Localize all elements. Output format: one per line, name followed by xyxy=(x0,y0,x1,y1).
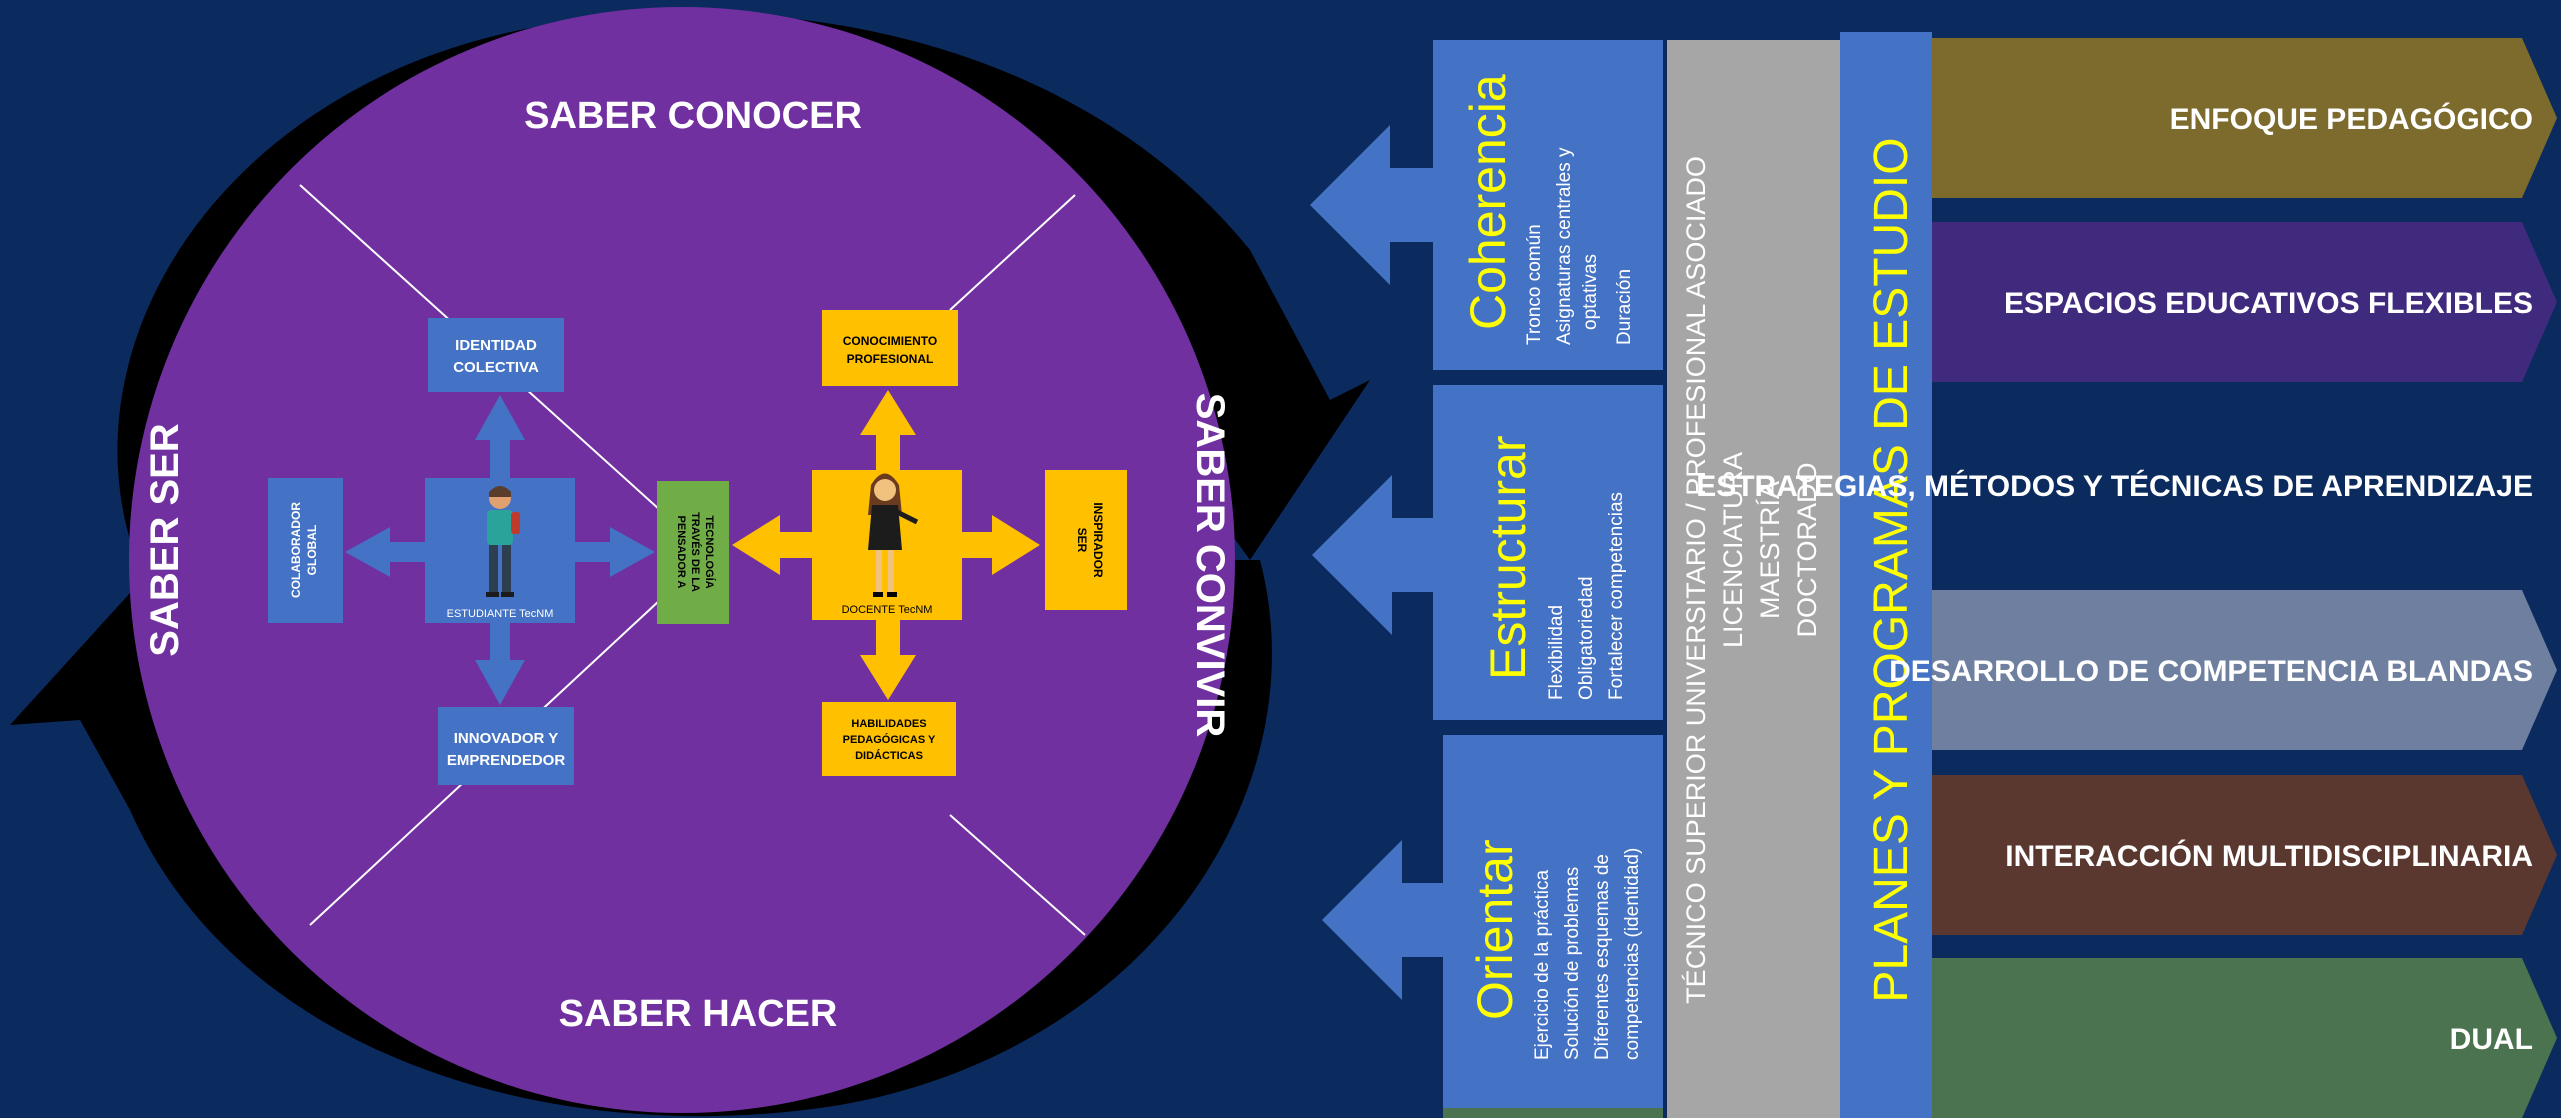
principle-orientar: Orientar Ejercicio de la práctica Soluci… xyxy=(1443,735,1663,1110)
band-label-2: ESPACIOS EDUCATIVOS FLEXIBLES xyxy=(2004,287,2533,320)
coherencia-arrow xyxy=(1310,125,1433,285)
coherencia-item-3: optativas xyxy=(1580,254,1601,330)
band-enfoque-pedagogico xyxy=(1932,38,2557,198)
coherencia-title: Coherencia xyxy=(1460,74,1516,330)
conocimiento-line-2: PROFESIONAL xyxy=(847,352,934,366)
band-label-6: DUAL xyxy=(2450,1023,2533,1056)
student-arrow-right xyxy=(572,527,655,577)
level-maestria: MAESTRÍA xyxy=(1755,481,1785,619)
saber-convivir-label: SABER CONVIVIR xyxy=(1188,393,1232,738)
principle-estructurar: Estructurar Flexibilidad Obligatoriedad … xyxy=(1433,385,1663,720)
orientar-item-2: Solución de problemas xyxy=(1562,867,1583,1060)
student-arrow-up xyxy=(475,395,525,478)
colaborador-global-box xyxy=(268,478,343,623)
student-arrow-down xyxy=(475,622,525,705)
conocimiento-line-1: CONOCIMIENTO xyxy=(843,334,937,348)
pensador-line-2: TRAVÉS DE LA xyxy=(689,512,702,592)
conocimiento-profesional-box xyxy=(822,310,958,386)
ser-inspirador-line-1: SER xyxy=(1075,528,1089,553)
orientar-item-4: competencias (identidad) xyxy=(1622,848,1643,1060)
identidad-colectiva-line-2: COLECTIVA xyxy=(453,359,539,376)
teacher-arrow-down xyxy=(860,620,916,700)
pensador-line-3: TECNOLOGÍA xyxy=(703,515,716,588)
habilidades-line-1: HABILIDADES xyxy=(851,718,926,730)
level-licenciatura: LICENCIATURA xyxy=(1718,452,1748,648)
band-label-4: DESARROLLO DE COMPETENCIA BLANDAS xyxy=(1889,655,2533,688)
saber-ser-label: SABER SER xyxy=(143,423,187,656)
coherencia-item-1: Tronco común xyxy=(1524,224,1545,345)
student-caption: ESTUDIANTE TecNM xyxy=(447,608,554,620)
estructurar-item-1: Flexibilidad xyxy=(1546,605,1567,700)
colaborador-global-line-1: COLABORADOR xyxy=(289,502,303,598)
teacher-arrow-up xyxy=(860,390,916,470)
band-interaccion xyxy=(1932,775,2557,935)
teacher-cluster: DOCENTE TecNM CONOCIMIENTO PROFESIONAL S… xyxy=(732,310,1127,776)
innovador-line-2: EMPRENDEDOR xyxy=(447,752,566,769)
identidad-colectiva-box xyxy=(428,318,564,392)
orientar-panel xyxy=(1443,735,1663,1110)
colaborador-global-line-2: GLOBAL xyxy=(305,525,319,576)
teacher-arrow-right xyxy=(960,515,1040,575)
teacher-figure-icon xyxy=(868,473,919,597)
plans-title: PLANES Y PROGRAMAS DE ESTUDIO xyxy=(1865,137,1918,1002)
band-estrategias xyxy=(1932,405,2557,565)
band-espacios-flexibles xyxy=(1932,222,2557,382)
estructurar-item-2: Obligatoriedad xyxy=(1576,576,1597,700)
innovador-line-1: INNOVADOR Y xyxy=(454,730,558,747)
pensador-line-1: PENSADOR A xyxy=(675,516,687,589)
student-arrow-left xyxy=(345,527,428,577)
student-cluster: ESTUDIANTE TecNM IDENTIDAD COLECTIVA COL… xyxy=(268,318,655,785)
student-figure-icon xyxy=(486,486,520,597)
coherencia-item-4: Duración xyxy=(1614,269,1635,345)
band-dual xyxy=(1932,958,2557,1118)
habilidades-line-3: DIDÁCTICAS xyxy=(855,749,923,762)
band-competencias-blandas xyxy=(1932,590,2557,750)
band-labels: ENFOQUE PEDAGÓGICO ESPACIOS EDUCATIVOS F… xyxy=(1696,102,2533,1056)
estructurar-panel xyxy=(1433,385,1663,720)
ser-inspirador-line-2: INSPIRADOR xyxy=(1091,502,1105,578)
band-label-3: ESTRATEGIAS, MÉTODOS Y TÉCNICAS DE APREN… xyxy=(1696,469,2533,503)
pensador-tecnologia-box xyxy=(657,481,729,624)
level-tsu: TÉCNICO SUPERIOR UNIVERSITARIO / PROFESI… xyxy=(1681,156,1711,1004)
right-bands xyxy=(1932,38,2557,1118)
estructurar-title: Estructurar xyxy=(1480,435,1536,680)
levels-column xyxy=(1667,40,1840,1118)
coherencia-item-2: Asignaturas centrales y xyxy=(1554,147,1575,345)
saber-conocer-label: SABER CONOCER xyxy=(524,95,862,137)
level-doctorado: DOCTORADO xyxy=(1792,462,1822,637)
coherencia-panel xyxy=(1433,40,1663,370)
orientar-title: Orientar xyxy=(1467,839,1523,1020)
saber-hacer-label: SABER HACER xyxy=(559,993,838,1035)
band-label-1: ENFOQUE PEDAGÓGICO xyxy=(2170,102,2533,136)
estructurar-item-3: Fortalecer competencias xyxy=(1606,492,1627,700)
teacher-arrow-left xyxy=(732,515,815,575)
habilidades-line-2: PEDAGÓGICAS Y xyxy=(843,733,936,746)
orientar-arrow xyxy=(1322,840,1445,1000)
teacher-caption: DOCENTE TecNM xyxy=(842,604,933,616)
principle-arrows xyxy=(1310,125,1445,1000)
plans-column xyxy=(1840,32,1932,1118)
estructurar-arrow xyxy=(1312,475,1435,635)
innovador-emprendedor-box xyxy=(438,707,574,785)
principle-coherencia: Coherencia Tronco común Asignaturas cent… xyxy=(1433,40,1663,370)
orientar-item-1: Ejercicio de la práctica xyxy=(1532,869,1553,1060)
ser-inspirador-box xyxy=(1045,470,1127,610)
orientar-item-3: Diferentes esquemas de xyxy=(1592,854,1613,1060)
habilidades-box xyxy=(822,702,956,776)
bottom-strip xyxy=(1443,1108,1663,1118)
identidad-colectiva-line-1: IDENTIDAD xyxy=(455,337,537,354)
band-label-5: INTERACCIÓN MULTIDISCIPLINARIA xyxy=(2005,839,2533,873)
